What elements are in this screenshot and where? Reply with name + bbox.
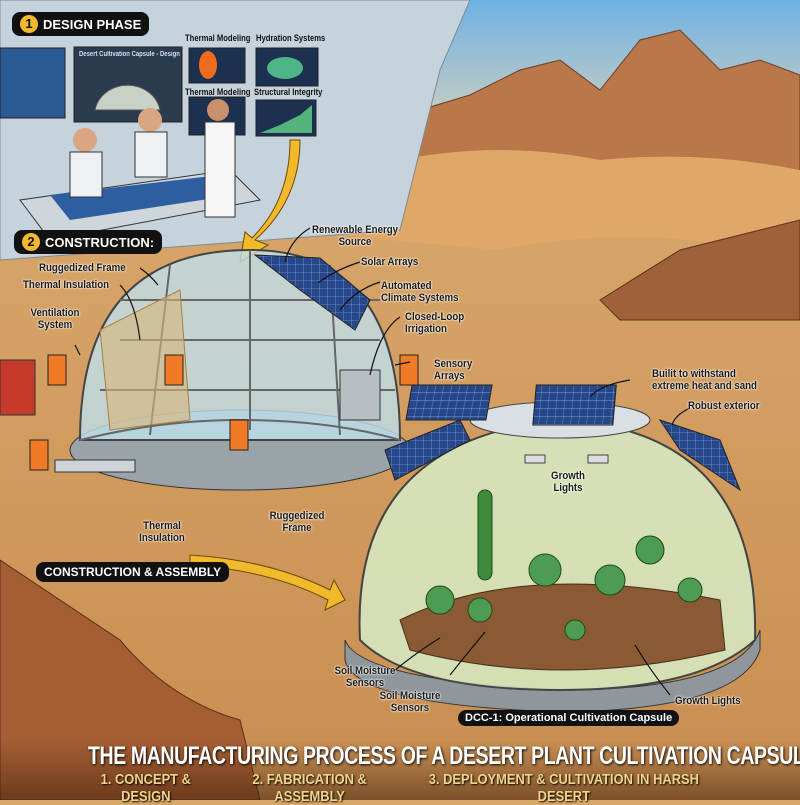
cactus [477, 489, 493, 581]
callout-thermal-insulation: Thermal Insulation [23, 279, 110, 291]
screen-title: Desert Cultivation Capsule - Design [79, 51, 180, 58]
callout-soil-moisture: Soil Moisture Sensors [334, 665, 396, 689]
rock-outcrop [599, 219, 800, 321]
callout-irrigation: Closed-Loop Irrigation [405, 311, 465, 335]
callout-sensory-arrays: Sensory Arrays [434, 358, 473, 382]
construction-dome [69, 248, 411, 491]
design-monitor [73, 46, 183, 123]
callout-soil-moisture-2: Soil Moisture Sensors [379, 690, 441, 714]
solar-panel [384, 419, 471, 481]
blueprint-monitor [0, 47, 66, 119]
solar-panel [253, 254, 371, 331]
climate-unit [339, 369, 381, 421]
growth-light [587, 454, 609, 464]
callout-solar-arrays: Solar Arrays [361, 256, 419, 268]
design-lab [0, 0, 471, 261]
blueprint [50, 175, 235, 220]
screen-label: Hydration Systems [256, 33, 326, 43]
callout-thermal-insulation-2: Thermal Insulation [139, 520, 185, 544]
construction-assembly-banner: CONSTRUCTION & ASSEMBLY [36, 562, 230, 582]
solar-panel [658, 419, 742, 492]
callout-ruggedized-frame-2: Ruggedized Frame [269, 510, 325, 534]
engineer [134, 131, 168, 178]
growth-light [524, 454, 546, 464]
footer: THE MANUFACTURING PROCESS OF A DESERT PL… [0, 740, 800, 805]
solar-panel [405, 384, 493, 421]
callout-ruggedized-frame: Ruggedized Frame [39, 262, 126, 274]
screen-label: Thermal Modeling [185, 33, 251, 43]
scientist [204, 121, 236, 218]
succulents [425, 535, 703, 641]
callout-growth-lights: Growth Lights [551, 470, 585, 494]
workbench [54, 459, 136, 473]
workers [29, 354, 419, 471]
screen-label: Structural Integrity [254, 87, 323, 97]
operational-capsule [344, 384, 761, 713]
solar-panel [532, 384, 617, 426]
callout-lines [74, 227, 691, 696]
capsule-banner: DCC-1: Operational Cultivation Capsule [458, 710, 680, 726]
callout-growth-lights-2: Growth Lights [675, 695, 741, 707]
callout-ventilation: Ventilation System [30, 307, 80, 331]
callout-robust-exterior: Robust exterior [688, 400, 760, 412]
main-title: THE MANUFACTURING PROCESS OF A DESERT PL… [88, 742, 800, 770]
callout-renewable-energy: Renewable Energy Source [311, 224, 399, 248]
screen-label: Thermal Modeling [185, 87, 251, 97]
callout-withstand-heat: Builit to withstand extreme heat and san… [652, 368, 757, 392]
callout-climate-systems: Automated Climate Systems [381, 280, 459, 304]
toolbox [0, 359, 36, 416]
mountains [329, 29, 800, 171]
engineer [69, 151, 103, 198]
